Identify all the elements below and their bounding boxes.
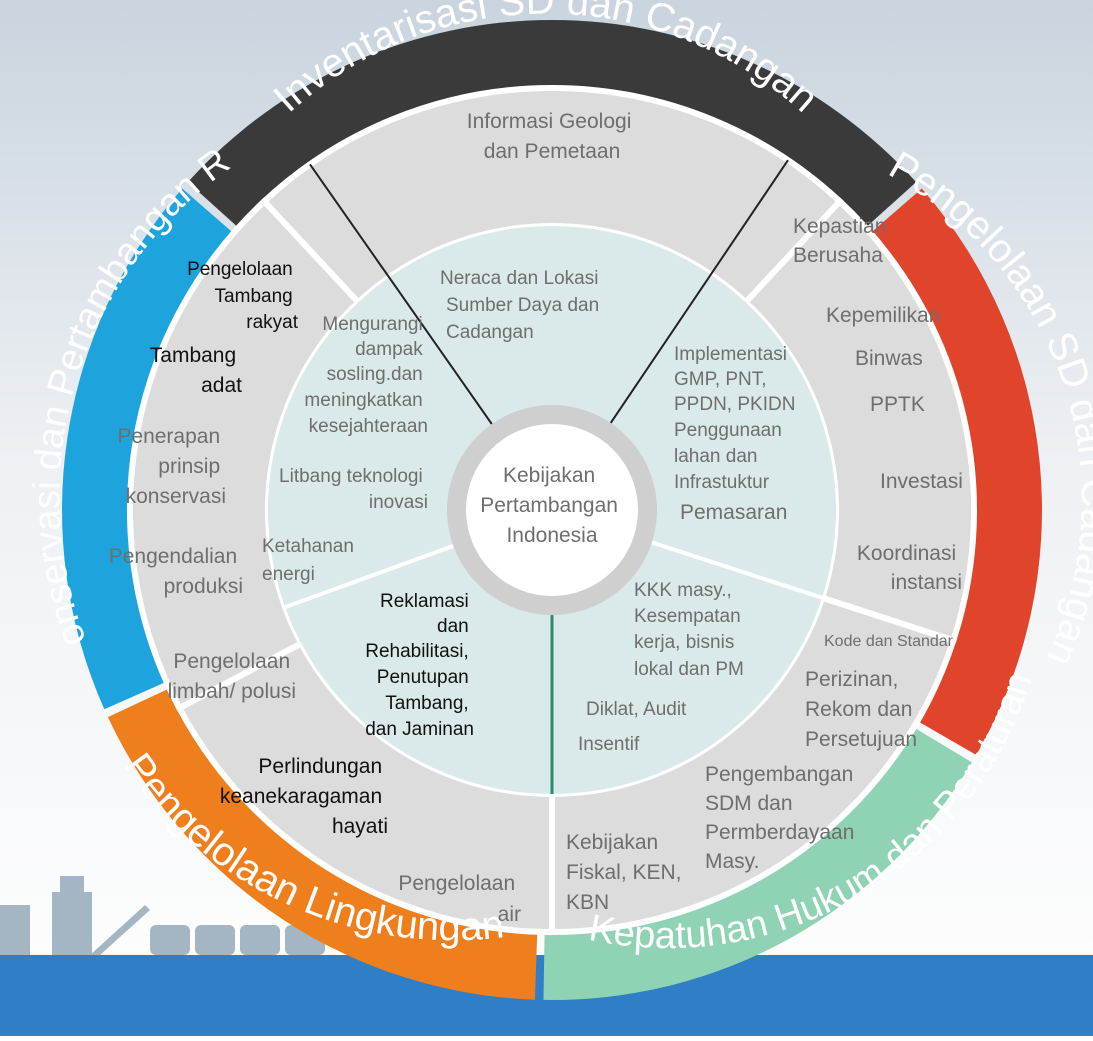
item-pengelolaan-limbah: Pengelolaan limbah/ polusi <box>168 650 296 703</box>
center-title: Kebijakan Pertambangan Indonesia <box>480 464 624 547</box>
divider-line <box>309 163 493 425</box>
item-tambang-adat: Tambang adat <box>150 344 242 397</box>
inner-pemasaran: Pemasaran <box>680 501 787 524</box>
divider-line <box>609 159 789 424</box>
item-koordinasi: Koordinasi instansi <box>857 542 962 594</box>
ring-sector-inventarisasi <box>187 19 917 229</box>
divider-line <box>284 544 455 610</box>
inner-litbang: Litbang teknologi inovasi <box>279 466 428 513</box>
segment-ring <box>127 85 977 936</box>
segment-items: Informasi Geologi dan Pemetaan Kepastian… <box>109 110 963 926</box>
ring-sector-konservasi <box>62 188 236 710</box>
mining-skyline-illustration <box>0 876 325 955</box>
inner-mengurangi: Mengurangi dampak sosling.dan meningkatk… <box>304 314 428 437</box>
inner-dividers <box>284 159 823 794</box>
inner-insentif: Insentif <box>578 734 640 755</box>
item-pengelolaan-air: Pengelolaan air <box>398 872 521 926</box>
inner-neraca: Neraca dan Lokasi Sumber Daya dan Cadang… <box>440 268 604 343</box>
item-penerapan: Penerapan prinsip konservasi <box>117 425 226 508</box>
item-kebijakan-fiskal: Kebijakan Fiskal, KEN, KBN <box>566 831 687 914</box>
item-investasi: Investasi <box>880 470 963 493</box>
inner-reklamasi: Reklamasi dan Rehabilitasi, Penutupan Ta… <box>365 591 474 740</box>
item-pengelolaan-tambang: Pengelolaan Tambang rakyat <box>187 259 299 333</box>
item-pptk: PPTK <box>870 393 925 416</box>
item-binwas: Binwas <box>855 347 923 370</box>
ring-sector-pengelolaan-sd <box>868 188 1042 756</box>
item-informasi-geologi: Informasi Geologi dan Pemetaan <box>467 110 637 163</box>
item-pengembangan-sdm: Pengembangan SDM dan Permberdayaan Masy. <box>705 763 860 873</box>
hub-center <box>466 424 638 596</box>
item-kode-standar: Kode dan Standar <box>824 633 954 650</box>
inner-diklat: Diklat, Audit <box>586 699 687 720</box>
item-kepemilikan: Kepemilikan <box>826 304 940 327</box>
item-perizinan: Perizinan, Rekom dan Persetujuan <box>805 668 918 751</box>
item-kepastian-berusaha: Kepastian Berusaha <box>793 215 892 267</box>
item-pengendalian: Pengendalian produksi <box>109 545 243 598</box>
inner-implementasi: Implementasi GMP, PNT, PPDN, PKIDN Pengg… <box>674 344 801 493</box>
inner-ketahanan: Ketahanan energi <box>262 536 359 585</box>
item-perlindungan: Perlindungan keanekaragaman hayati <box>220 755 388 838</box>
inner-kkk: KKK masy., Kesempatan kerja, bisnis loka… <box>634 580 746 680</box>
inner-items: Neraca dan Lokasi Sumber Daya dan Cadang… <box>262 268 801 755</box>
divider-line <box>651 540 823 600</box>
